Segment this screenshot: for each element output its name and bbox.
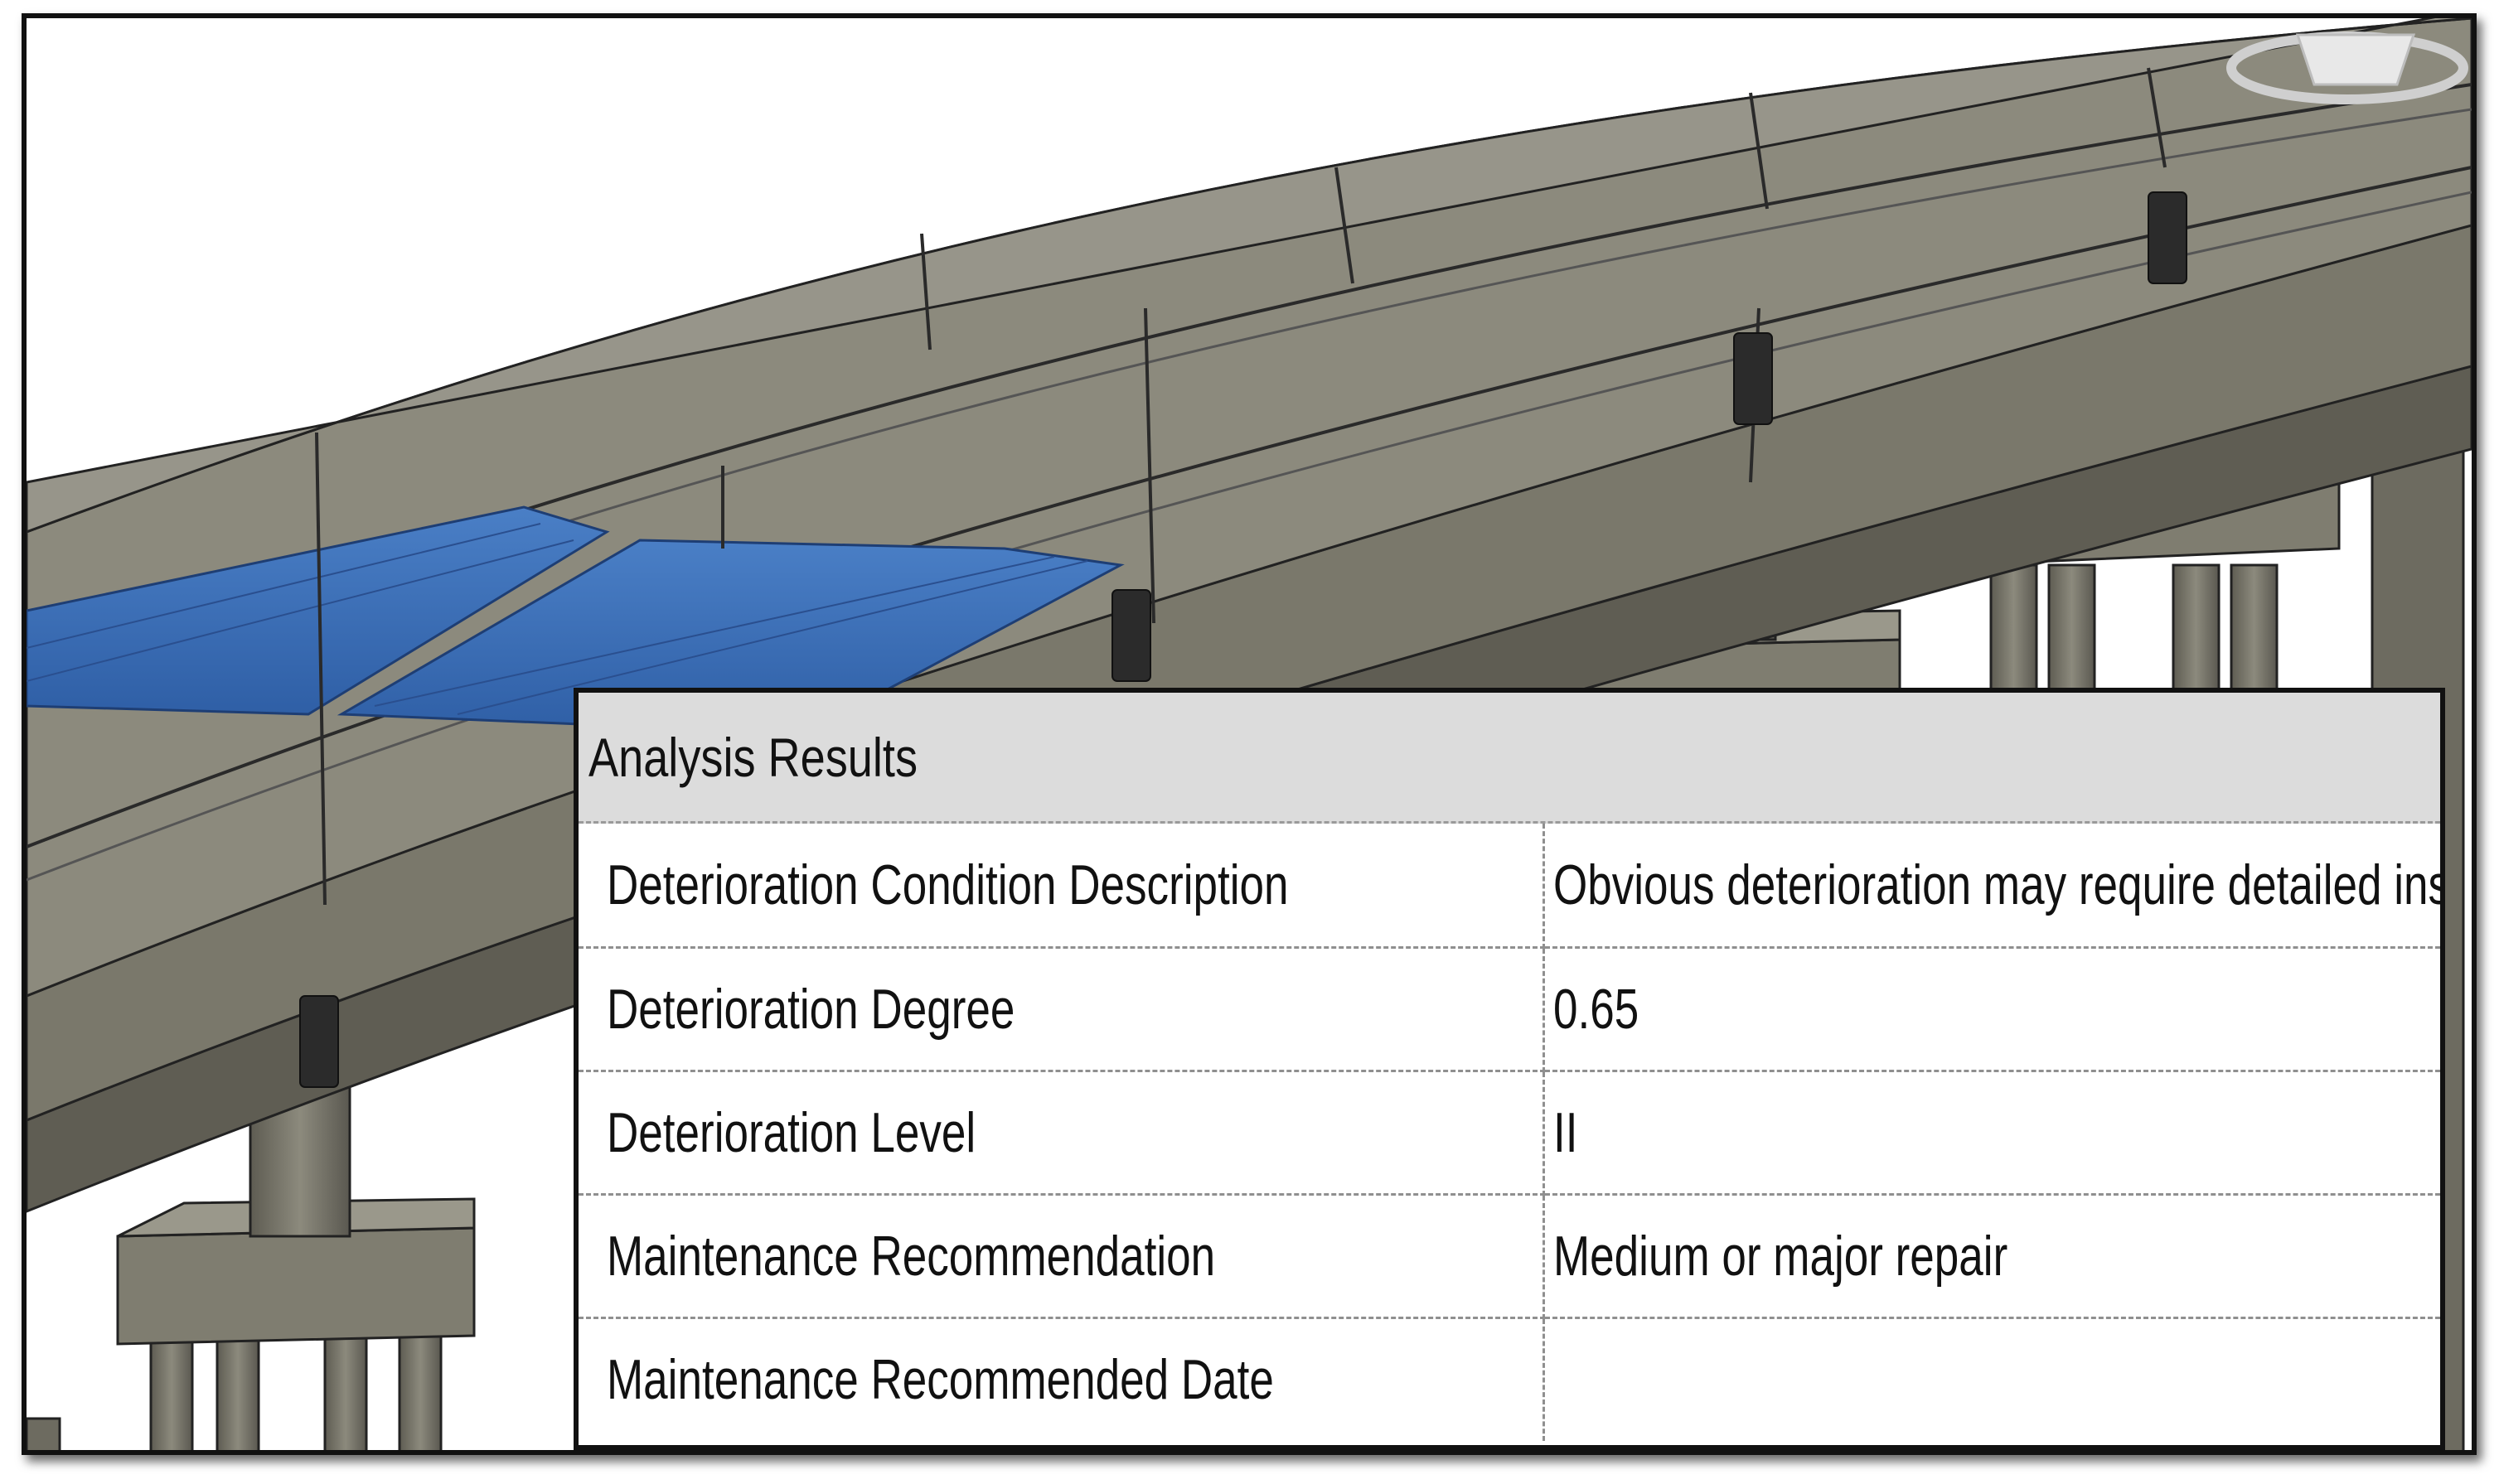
property-name: Deterioration Degree bbox=[579, 947, 1545, 1072]
table-row[interactable]: Deterioration Degree 0.65 bbox=[579, 947, 2440, 1072]
viewport-frame[interactable]: Analysis Results Deterioration Condition… bbox=[22, 13, 2477, 1455]
pile-group-left bbox=[27, 1085, 476, 1450]
property-value[interactable]: II bbox=[1543, 1071, 2440, 1196]
property-name: Maintenance Recommended Date bbox=[579, 1317, 1545, 1441]
analysis-results-table: Deterioration Condition Description Obvi… bbox=[579, 824, 2440, 1441]
property-name: Maintenance Recommendation bbox=[579, 1194, 1545, 1319]
panel-header: Analysis Results bbox=[579, 693, 2440, 824]
property-value[interactable]: 0.65 bbox=[1543, 947, 2440, 1072]
table-row[interactable]: Maintenance Recommendation Medium or maj… bbox=[579, 1194, 2440, 1319]
property-value[interactable]: Medium or major repair bbox=[1543, 1194, 2440, 1319]
table-row[interactable]: Deterioration Level II bbox=[579, 1071, 2440, 1196]
property-value[interactable] bbox=[1543, 1317, 2440, 1441]
property-name: Deterioration Level bbox=[579, 1071, 1545, 1196]
selected-segment-ribs bbox=[27, 523, 1088, 715]
selected-deck-segment-1[interactable] bbox=[27, 505, 610, 716]
property-value[interactable]: Obvious deterioration may require detail… bbox=[1543, 824, 2440, 949]
table-row[interactable]: Maintenance Recommended Date bbox=[579, 1317, 2440, 1441]
table-row[interactable]: Deterioration Condition Description Obvi… bbox=[579, 824, 2440, 949]
analysis-results-panel: Analysis Results Deterioration Condition… bbox=[574, 688, 2445, 1450]
curb-line-3 bbox=[27, 166, 2472, 848]
bearing-icons bbox=[299, 191, 2187, 1088]
parapet-far bbox=[27, 18, 2472, 534]
curb-line-4 bbox=[27, 191, 2472, 882]
property-name: Deterioration Condition Description bbox=[579, 824, 1545, 949]
view-cube-icon[interactable] bbox=[2226, 31, 2468, 104]
panel-title: Analysis Results bbox=[588, 726, 918, 788]
